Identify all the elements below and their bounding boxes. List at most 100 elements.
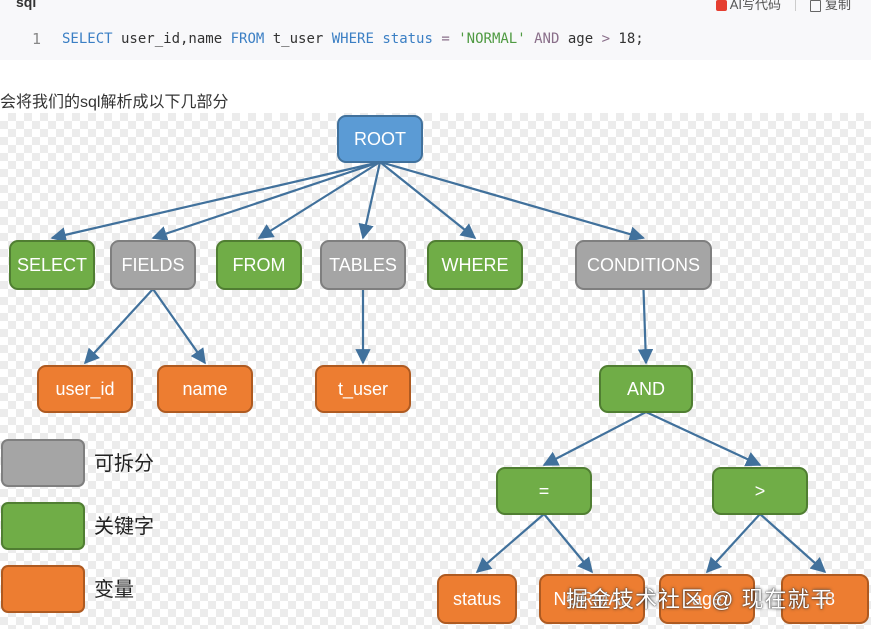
- node-label: NORMAL: [553, 589, 630, 609]
- node-box: [496, 467, 592, 515]
- node-label: user_id: [55, 379, 114, 400]
- node-gt: >: [712, 467, 808, 515]
- node-label: SELECT: [17, 255, 87, 275]
- node-root: ROOT: [337, 115, 423, 163]
- code-token: WHERE: [331, 31, 374, 47]
- node-box: [157, 365, 253, 413]
- edge-and-gt: [645, 411, 762, 467]
- node-label: ROOT: [354, 129, 406, 149]
- code-token: 'NORMAL': [458, 31, 526, 47]
- code-token: [450, 31, 458, 47]
- node-box: [659, 574, 755, 624]
- node-t_user: t_user: [315, 365, 411, 413]
- node-label: WHERE: [442, 255, 509, 275]
- legend-label: 变量: [94, 578, 134, 601]
- node-box: [427, 240, 523, 290]
- node-user_id: user_id: [37, 365, 133, 413]
- description-text: 会将我们的sql解析成以下几部分: [0, 94, 229, 111]
- node-name: name: [157, 365, 253, 413]
- code-token: t_user: [264, 31, 332, 47]
- node-and: AND: [599, 365, 693, 413]
- node-box: [216, 240, 302, 290]
- edge-conditions-and: [637, 288, 654, 365]
- node-fields: FIELDS: [110, 240, 196, 290]
- toolbar-divider: [794, 0, 796, 11]
- edge-root-where: [379, 161, 477, 239]
- node-box: [539, 574, 645, 624]
- edge-eq-status: [475, 513, 545, 574]
- legend-item-keyword: 关键字: [1, 502, 154, 550]
- node-status: status: [437, 574, 517, 624]
- code-token: FROM: [230, 31, 265, 47]
- node-normal: NORMAL: [539, 574, 645, 624]
- edge-eq-normal: [543, 513, 593, 574]
- edge-root-select: [50, 160, 381, 243]
- legend-swatch: [1, 502, 85, 550]
- node-box: [110, 240, 196, 290]
- node-label: t_user: [338, 379, 388, 400]
- ai-code-button[interactable]: AI写代码: [715, 0, 781, 13]
- code-token: >: [601, 31, 610, 47]
- legend-label: 可拆分: [94, 452, 154, 475]
- node-from: FROM: [216, 240, 302, 290]
- node-label: FROM: [233, 255, 286, 275]
- node-box: [575, 240, 712, 290]
- code-toolbar: AI写代码 复制: [715, 0, 851, 13]
- node-label: >: [755, 481, 766, 501]
- code-token: SELECT: [62, 31, 113, 47]
- node-box: [599, 365, 693, 413]
- node-eq: =: [496, 467, 592, 515]
- code-token: 18;: [610, 31, 644, 47]
- copy-label: 复制: [824, 0, 851, 12]
- node-box: [315, 365, 411, 413]
- node-label: name: [182, 379, 227, 399]
- legend-swatch: [1, 565, 85, 613]
- code-language: sql: [16, 0, 37, 10]
- legend-item-variable: 变量: [1, 565, 134, 613]
- node-age: age: [659, 574, 755, 624]
- copy-button[interactable]: 复制: [809, 0, 851, 13]
- node-label: 18: [815, 589, 835, 609]
- edge-root-from: [257, 161, 381, 239]
- copy-icon: [809, 0, 821, 12]
- edge-fields-user_id: [83, 288, 154, 365]
- edge-root-conditions: [379, 160, 645, 242]
- code-token: age: [559, 31, 602, 47]
- code-line: SELECT user_id,name FROM t_user WHERE st…: [62, 31, 644, 47]
- node-box: [712, 467, 808, 515]
- node-box: [9, 240, 95, 290]
- node-label: FIELDS: [121, 255, 184, 275]
- node-select: SELECT: [9, 240, 95, 290]
- parse-tree-diagram: ROOT SELECT FIELDS FROM TABLES WHERE CONDITION…: [0, 113, 871, 629]
- node-box: [437, 574, 517, 624]
- node-box: [781, 574, 869, 624]
- code-block: sql AI写代码 复制 1 SELECT user_id,name FROM …: [0, 0, 871, 60]
- parse-tree-svg: ROOT SELECT FIELDS FROM TABLES WHERE CONDITION…: [1, 115, 869, 624]
- watermark: 掘金技术社区 @ 现在就干: [566, 587, 834, 612]
- edge-root-fields: [151, 160, 381, 241]
- node-eighteen: 18: [781, 574, 869, 624]
- node-label: status: [453, 589, 501, 609]
- line-number: 1: [32, 30, 42, 48]
- code-token: status: [382, 31, 433, 47]
- edge-gt-eighteen: [759, 513, 827, 574]
- node-label: age: [692, 589, 722, 609]
- edge-fields-name: [152, 288, 206, 365]
- node-label: AND: [627, 379, 665, 399]
- node-where: WHERE: [427, 240, 523, 290]
- node-tables: TABLES: [320, 240, 406, 290]
- node-label: =: [539, 481, 550, 501]
- ai-icon: [715, 0, 727, 12]
- edge-and-eq: [542, 411, 647, 466]
- code-token: user_id,name: [112, 31, 231, 47]
- code-token: =: [441, 31, 450, 47]
- node-box: [337, 115, 423, 163]
- code-token: [526, 31, 534, 47]
- node-box: [320, 240, 406, 290]
- node-conditions: CONDITIONS: [575, 240, 712, 290]
- node-label: TABLES: [329, 255, 397, 275]
- legend-swatch: [1, 439, 85, 487]
- code-token: AND: [534, 31, 560, 47]
- legend-item-splittable: 可拆分: [1, 439, 154, 487]
- legend-label: 关键字: [94, 515, 154, 538]
